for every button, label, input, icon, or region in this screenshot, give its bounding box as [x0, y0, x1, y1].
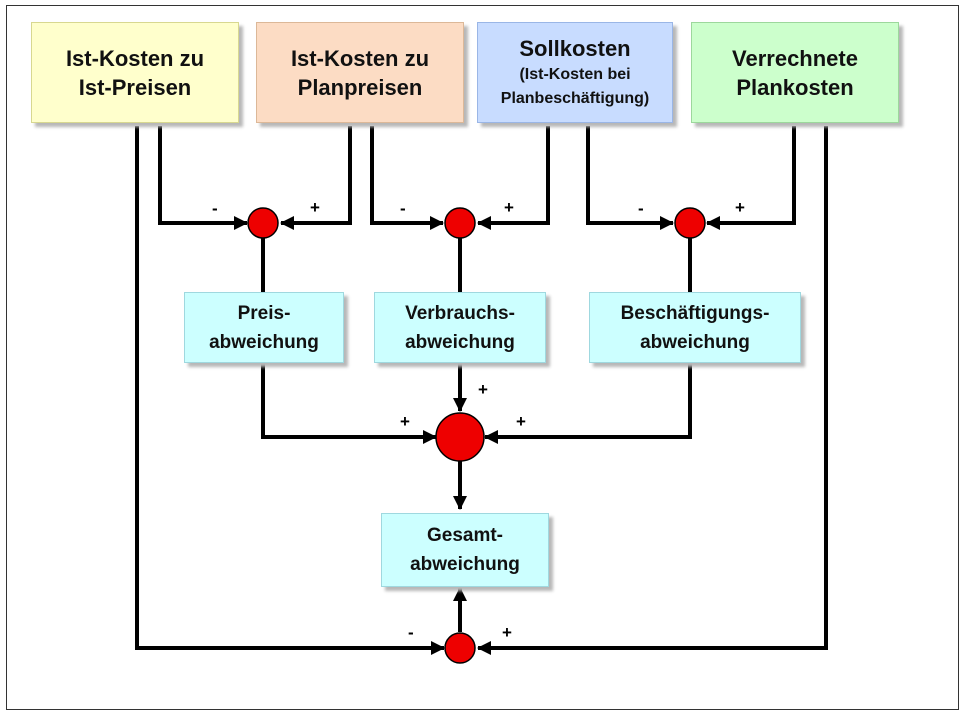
plus-sign-beschaeftigung: +: [735, 198, 745, 217]
connector-verrechnet-to-bottom-node: [477, 126, 828, 655]
minus-sign-verbrauch: -: [400, 199, 406, 218]
verbrauch-comparator-node: [444, 207, 476, 239]
connector-ist-ist-to-bottom-node: [135, 126, 445, 655]
sollkosten-title: Sollkosten: [519, 36, 631, 61]
sollkosten-sub2: Planbeschäftigung): [500, 90, 650, 107]
connector-ist-ist-to-preis-node: [158, 126, 248, 230]
preis-line1: Preis-: [237, 302, 291, 324]
connector-soll-to-verbrauch-node: [477, 126, 550, 230]
beschaeftigung-line1: Beschäftigungs-: [620, 302, 770, 324]
verrechnete-plankosten-box: Verrechnete Plankosten: [691, 22, 899, 123]
verrechnet-line1: Verrechnete: [732, 45, 858, 71]
plus-sign-sum-top: +: [478, 380, 488, 399]
ist-kosten-ist-preisen-box: Ist-Kosten zu Ist-Preisen: [31, 22, 239, 123]
preisabweichung-box: Preis- abweichung: [184, 292, 344, 363]
ist-plan-line2: Planpreisen: [297, 74, 423, 100]
connector-preis-box-to-sum: [261, 363, 437, 444]
connector-ist-plan-to-verbrauch-node: [370, 126, 444, 230]
bottom-comparator-node: [444, 632, 476, 664]
connector-beschaeftigung-box-to-sum: [484, 363, 692, 444]
preis-comparator-node: [247, 207, 279, 239]
connector-soll-to-beschaeftigung-node: [586, 126, 674, 230]
plus-sign-bottom: +: [502, 623, 512, 642]
sollkosten-box: Sollkosten (Ist-Kosten bei Planbeschäfti…: [477, 22, 673, 123]
beschaeftigung-line2: abweichung: [640, 331, 750, 353]
sum-node: [435, 412, 485, 462]
plus-sign-sum-right: +: [516, 412, 526, 431]
minus-sign-bottom: -: [408, 623, 414, 642]
verbrauch-line1: Verbrauchs-: [405, 302, 515, 324]
preis-line2: abweichung: [209, 331, 319, 353]
ist-ist-line2: Ist-Preisen: [78, 74, 192, 100]
plus-sign-verbrauch: +: [504, 198, 514, 217]
verrechnet-line2: Plankosten: [736, 74, 854, 100]
plus-sign-sum-left: +: [400, 412, 410, 431]
verbrauchsabweichung-box: Verbrauchs- abweichung: [374, 292, 546, 363]
gesamt-line1: Gesamt-: [426, 525, 504, 546]
gesamtabweichung-box: Gesamt- abweichung: [381, 513, 549, 587]
beschaeftigungsabweichung-box: Beschäftigungs- abweichung: [589, 292, 801, 363]
sollkosten-sub1: (Ist-Kosten bei: [519, 66, 631, 83]
plus-sign-preis: +: [310, 198, 320, 217]
diagram-frame: [6, 5, 959, 710]
ist-plan-line1: Ist-Kosten zu: [290, 45, 430, 71]
minus-sign-beschaeftigung: -: [638, 199, 644, 218]
connector-ist-plan-to-preis-node: [280, 126, 352, 230]
gesamt-line2: abweichung: [410, 554, 520, 575]
ist-ist-line1: Ist-Kosten zu: [65, 45, 205, 71]
verbrauch-line2: abweichung: [405, 331, 515, 353]
connector-verrechnet-to-beschaeftigung-node: [706, 126, 796, 230]
beschaeftigung-comparator-node: [674, 207, 706, 239]
ist-kosten-planpreise-box: Ist-Kosten zu Planpreisen: [256, 22, 464, 123]
minus-sign-preis: -: [212, 199, 218, 218]
